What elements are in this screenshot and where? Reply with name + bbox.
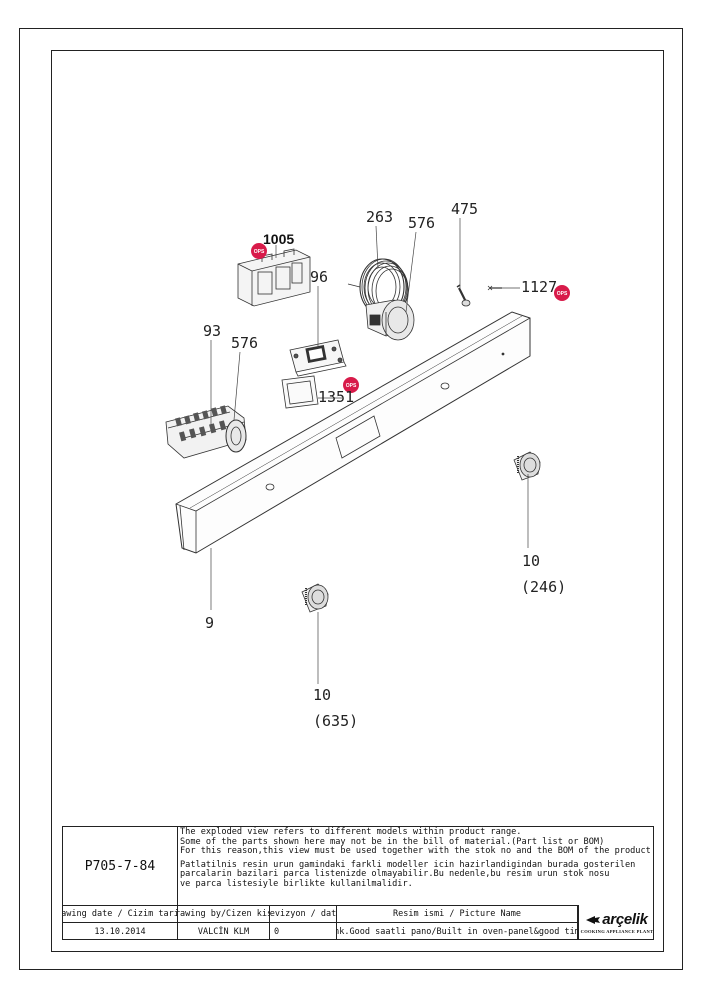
header-picture-name: Resim ismi / Picture Name [337, 906, 578, 922]
part-1127-screw [487, 285, 502, 291]
callout-1127: 1127 [521, 278, 557, 296]
ops-badge-1005: OPS [251, 243, 267, 259]
part-263-cable-coil [347, 258, 409, 316]
callout-10-bottom: 10 [313, 686, 331, 704]
callout-576-top: 576 [408, 214, 435, 232]
callout-475: 475 [451, 200, 478, 218]
ops-badge-label: OPS [254, 249, 265, 255]
outer-frame [19, 28, 683, 970]
note-en-line-2: Some of the parts shown here may not be … [180, 836, 605, 847]
title-block: P705-7-84 The exploded view refers to di… [62, 826, 654, 940]
value-drawing-by: VALCİN KLM [178, 923, 270, 940]
ops-badge-circle [251, 243, 267, 259]
ops-badge-label: OPS [346, 383, 357, 389]
callout-10-right-sub: (246) [521, 578, 566, 596]
note-en-line-3: For this reason,this view must be used t… [180, 846, 651, 857]
part-96-timer-pcb [289, 339, 347, 377]
ops-badge-label: OPS [557, 291, 568, 297]
part-1005-bracket [237, 248, 311, 307]
part-10-knob-right [513, 451, 541, 481]
value-drawing-date: 13.10.2014 [63, 923, 178, 940]
callout-576-left: 576 [231, 334, 258, 352]
drawing-code: P705-7-84 [63, 827, 178, 905]
header-revision: Revizyon / date [270, 906, 337, 922]
leader-lines [210, 218, 529, 684]
callout-10-right: 10 [522, 552, 540, 570]
notes-block: The exploded view refers to different mo… [178, 827, 655, 905]
value-row: 13.10.2014 VALCİN KLM 0 Bar.Ank.Good saa… [63, 923, 578, 940]
note-en-line-1: The exploded view refers to different mo… [180, 827, 522, 837]
note-tr-line-3: ve parca listesiyle birlikte kullanilmal… [180, 878, 413, 889]
callout-1351: 1351 [318, 388, 354, 406]
ops-badge-circle [343, 377, 359, 393]
part-93-terminal-block [165, 405, 247, 459]
ops-badge-circle [554, 285, 570, 301]
part-10-knob-bottom [301, 583, 329, 613]
part-1351-frame [281, 375, 319, 409]
callout-9: 9 [205, 614, 214, 632]
callout-96: 96 [310, 268, 328, 286]
ops-badge-1351: OPS [343, 377, 359, 393]
logo-plant-text: COOKING APPLIANCE PLANT [580, 929, 654, 934]
logo-arrow-icon [586, 915, 601, 924]
callout-263: 263 [366, 208, 393, 226]
note-tr-line-1: Patlatilnis resin urun gamindaki farkli … [180, 859, 636, 870]
callout-10-bottom-sub: (635) [313, 712, 358, 730]
header-drawing-by: Drawing by/Cizen kisi [178, 906, 270, 922]
arcelik-logo: arçelik COOKING APPLIANCE PLANT [578, 905, 655, 940]
part-475-screw [456, 284, 471, 307]
callout-1005: 1005 [263, 231, 294, 247]
value-picture-name: Bar.Ank.Good saatli pano/Built in oven-p… [337, 923, 578, 940]
inner-frame [51, 50, 664, 952]
part-9-control-panel [175, 311, 531, 554]
callout-labels: 1005 263 576 475 96 1127 93 576 1351 10 … [203, 200, 566, 730]
ops-badges: OPS OPS OPS [251, 243, 570, 393]
callout-93: 93 [203, 322, 221, 340]
ops-badge-1127: OPS [554, 285, 570, 301]
note-tr-line-2: parcalarin bazilari parca listenizde olm… [180, 869, 610, 880]
header-drawing-date: Drawing date / Cizim tarihi [63, 906, 178, 922]
value-revision: 0 [270, 923, 337, 940]
logo-brand-text: arçelik [602, 911, 648, 928]
header-row: Drawing date / Cizim tarihi Drawing by/C… [63, 905, 578, 923]
logo-brand: arçelik [586, 911, 648, 928]
